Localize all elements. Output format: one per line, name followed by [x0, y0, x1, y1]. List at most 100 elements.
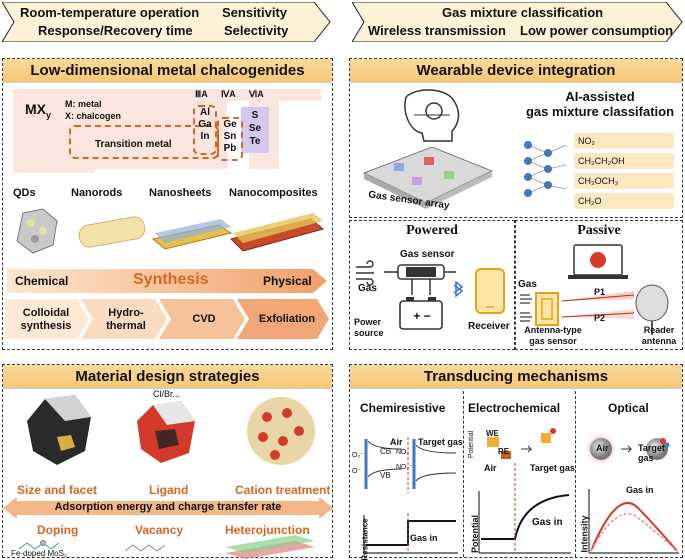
passive-gas-label: Gas [518, 279, 537, 290]
chemi-o-label: O⁻ [352, 468, 362, 475]
chemi-vb-label: VB [380, 471, 391, 480]
legend-chalcogen: X: chalcogen [65, 111, 122, 121]
nanosheet-illustration [151, 219, 233, 250]
header-left-arrow-shape [2, 2, 331, 42]
chemi-cb-label: CB [380, 447, 392, 456]
group-4a-outline [217, 117, 243, 161]
powered-gas-label: Gas [358, 283, 377, 294]
chemi-air-label: Air [390, 437, 403, 447]
panel-material: Material design strategies Cl/Br... Size… [2, 364, 333, 559]
strategy-cation: Cation treatment [235, 483, 331, 497]
reader-antenna-line2: antenna [641, 336, 677, 346]
doping-vacancy-hetero-illustrations [18, 535, 315, 559]
ai-caption-line2: gas mixture classifation [525, 104, 675, 119]
size-facet-crystal [27, 395, 91, 465]
chemi-ylabel: Resistance [360, 518, 370, 560]
methods-chevrons [5, 299, 329, 339]
optical-air-label: Air [596, 443, 609, 453]
power-source-label: Power source [354, 317, 384, 339]
method-exfoliation: Exfoliation [258, 313, 316, 325]
formula-main: MX [25, 101, 46, 117]
synthesis-physical: Physical [263, 274, 312, 288]
header-right-arrow-shape [352, 2, 683, 42]
sensor-array-board [362, 146, 494, 209]
electro-potential-small: Potential [468, 430, 476, 459]
method-colloidal: Colloidal synthesis [9, 307, 83, 333]
adsorption-label: Adsorption energy and charge transfer ra… [54, 501, 282, 513]
reader-antenna-line1: Reader [643, 325, 675, 335]
element-ge: Ge [223, 119, 237, 130]
morphology-illustrations [16, 208, 325, 254]
method-colloidal-line2: synthesis [20, 320, 72, 332]
header-right-row2-right: Low power consumption [520, 23, 674, 38]
chemi-no2-label: NO₂ [396, 449, 410, 456]
element-se: Se [248, 123, 262, 134]
morph-nanorods: Nanorods [71, 187, 123, 199]
optical-diagram [583, 431, 679, 554]
signal-beams [560, 291, 635, 319]
header-left-row1-right: Sensitivity [222, 5, 288, 20]
panel-passive: Passive Gas P1 P2 Antenna-type gas s [515, 220, 683, 350]
section-electrochemical: Electrochemical [468, 401, 561, 415]
molecule-no2: NO₂ [574, 133, 674, 149]
chemi-o2-label: O₂⁻ [352, 452, 364, 459]
gas-wind-icon [356, 260, 374, 286]
header-right-row1: Gas mixture classification [442, 5, 604, 20]
molecule-dme: CH₃OCH₃ [574, 173, 674, 189]
doping-lattice [18, 540, 60, 550]
electrochemical-diagram [478, 428, 571, 554]
optical-ylabel: Intensity [579, 515, 590, 553]
header-left-row1-left: Room-temperature operation [20, 5, 200, 20]
panel-wearable-title: Wearable device integration [350, 59, 682, 83]
morph-qds: QDs [13, 187, 36, 199]
periodic-table: MXy M: metal X: chalcogen ⅢA ⅣA ⅥA Trans… [9, 87, 325, 179]
chemi-target-label: Target gas [418, 437, 463, 447]
panel-transducing-title: Transducing mechanisms [350, 365, 682, 389]
header-left-row2-right: Selectivity [224, 23, 289, 38]
morph-nanosheets: Nanosheets [149, 187, 212, 199]
group-6a-label: ⅥA [249, 89, 264, 99]
molecule-formaldehyde: CH₂O [574, 193, 674, 209]
p2-label: P2 [594, 313, 606, 323]
method-cvd: CVD [192, 313, 216, 325]
section-optical: Optical [608, 401, 649, 415]
electro-re-label: RE [498, 447, 510, 456]
ai-sensor-illustration [362, 89, 494, 209]
reader-antenna-icon [635, 284, 669, 335]
band-diagram-air [364, 439, 403, 489]
chemi-gas-in-label: Gas in [410, 533, 438, 543]
ai-caption: AI-assisted gas mixture classifation [520, 89, 680, 119]
formula: MXy [25, 101, 51, 120]
neural-net-icon [524, 141, 567, 197]
antenna-sensor-icon [535, 292, 559, 326]
electro-we-label: WE [486, 429, 499, 438]
panel-chalcogenides: Low-dimensional metal chalcogenides MXy … [2, 58, 333, 350]
transition-metal-label: Transition metal [95, 139, 172, 150]
method-hydrothermal-line2: thermal [106, 320, 146, 332]
legend-metal: M: metal [65, 99, 102, 109]
strategy-doping: Doping [37, 523, 79, 537]
method-hydrothermal: Hydro- thermal [91, 307, 161, 333]
element-ga: Ga [198, 119, 212, 130]
formula-sub: y [46, 109, 52, 120]
re-electrode [501, 451, 511, 459]
nanocrystal-illustrations [27, 395, 315, 465]
cation-treatment-crystal [247, 397, 315, 465]
section-chemiresistive: Chemiresistive [360, 401, 446, 415]
vacancy-lattice [124, 544, 166, 552]
element-sn: Sn [223, 131, 237, 142]
method-hydrothermal-line1: Hydro- [108, 307, 144, 319]
panel-powered: Powered Gas sensor Gas + − Power source [349, 220, 515, 350]
power-source-line2: source [354, 328, 384, 338]
nanorod-illustration [78, 216, 146, 248]
morph-nanocomposites: Nanocomposites [229, 187, 318, 199]
electro-ylabel: Potential [470, 514, 481, 554]
electro-gas-in-label: Gas in [532, 517, 563, 528]
antenna-sensor-line1: Antenna-type [524, 325, 582, 335]
strategy-heterojunction: Heterojunction [225, 523, 310, 537]
electro-air-label: Air [484, 463, 497, 473]
passive-title: Passive [577, 223, 621, 238]
antenna-sensor-label: Antenna-type gas sensor [518, 325, 588, 347]
group-3a-outline [193, 105, 217, 155]
chemi-no2b-label: NO₂⁻ [396, 464, 413, 471]
